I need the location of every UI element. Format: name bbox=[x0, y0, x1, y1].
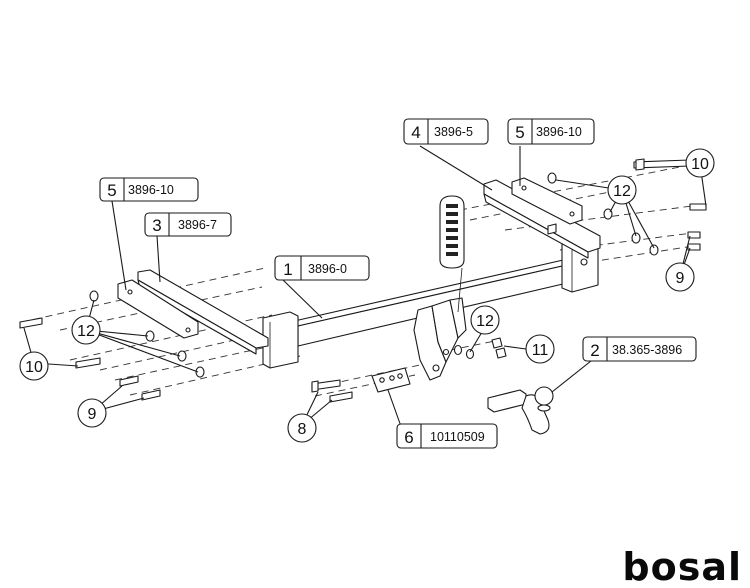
part-code: 3896-7 bbox=[178, 218, 217, 232]
part-label-3: 3 3896-7 bbox=[144, 212, 232, 237]
part-number: 5 bbox=[515, 123, 524, 142]
svg-text:10: 10 bbox=[25, 359, 43, 376]
socket-plate bbox=[371, 367, 411, 393]
callout-12-right: 12 bbox=[607, 175, 637, 205]
left-bolts bbox=[19, 290, 205, 401]
part-code: 3896-10 bbox=[128, 183, 174, 197]
part-number: 2 bbox=[590, 341, 599, 360]
center-bolts bbox=[311, 337, 507, 403]
part-number: 1 bbox=[283, 260, 292, 279]
svg-text:12: 12 bbox=[77, 323, 95, 340]
svg-text:10: 10 bbox=[691, 156, 709, 173]
right-plate-5 bbox=[511, 177, 583, 235]
part-label-2: 2 38.365-3896 bbox=[582, 336, 697, 362]
left-plate-5 bbox=[117, 279, 199, 339]
brand-name: bosal bbox=[622, 545, 742, 588]
right-bolts bbox=[547, 158, 707, 256]
callout-9-right: 9 bbox=[665, 262, 695, 292]
svg-text:9: 9 bbox=[88, 406, 97, 423]
callout-8: 8 bbox=[287, 413, 317, 443]
part-number: 6 bbox=[404, 428, 413, 447]
svg-text:12: 12 bbox=[613, 183, 631, 200]
callout-9-left: 9 bbox=[77, 398, 107, 428]
part-code: 3896-0 bbox=[308, 262, 347, 276]
part-label-5-right: 5 3896-10 bbox=[507, 118, 595, 145]
bosal-logo: bosal bbox=[622, 545, 742, 588]
callout-10-right: 10 bbox=[685, 148, 715, 178]
part-number: 5 bbox=[107, 181, 116, 200]
callout-12-center: 12 bbox=[470, 305, 500, 335]
part-code: 38.365-3896 bbox=[612, 343, 682, 357]
part-code: 10110509 bbox=[430, 430, 485, 444]
part-label-4: 4 3896-5 bbox=[403, 118, 489, 145]
svg-text:9: 9 bbox=[676, 270, 685, 287]
part-code: 3896-5 bbox=[434, 125, 473, 139]
callout-10-left: 10 bbox=[19, 351, 49, 381]
part-number: 3 bbox=[152, 216, 161, 235]
svg-text:8: 8 bbox=[298, 421, 307, 438]
callout-11: 11 bbox=[525, 334, 555, 364]
callout-12-left: 12 bbox=[71, 315, 101, 345]
part-label-6: 6 10110509 bbox=[396, 423, 498, 449]
part-number: 4 bbox=[411, 123, 420, 142]
tow-ball bbox=[487, 386, 554, 435]
part-code: 3896-10 bbox=[536, 125, 582, 139]
svg-text:12: 12 bbox=[476, 313, 494, 330]
part-label-5-left: 5 3896-10 bbox=[99, 177, 199, 202]
svg-text:11: 11 bbox=[532, 342, 549, 359]
warning-label-tag bbox=[439, 195, 465, 313]
part-label-1: 1 3896-0 bbox=[274, 255, 370, 281]
center-bracket bbox=[413, 297, 467, 381]
